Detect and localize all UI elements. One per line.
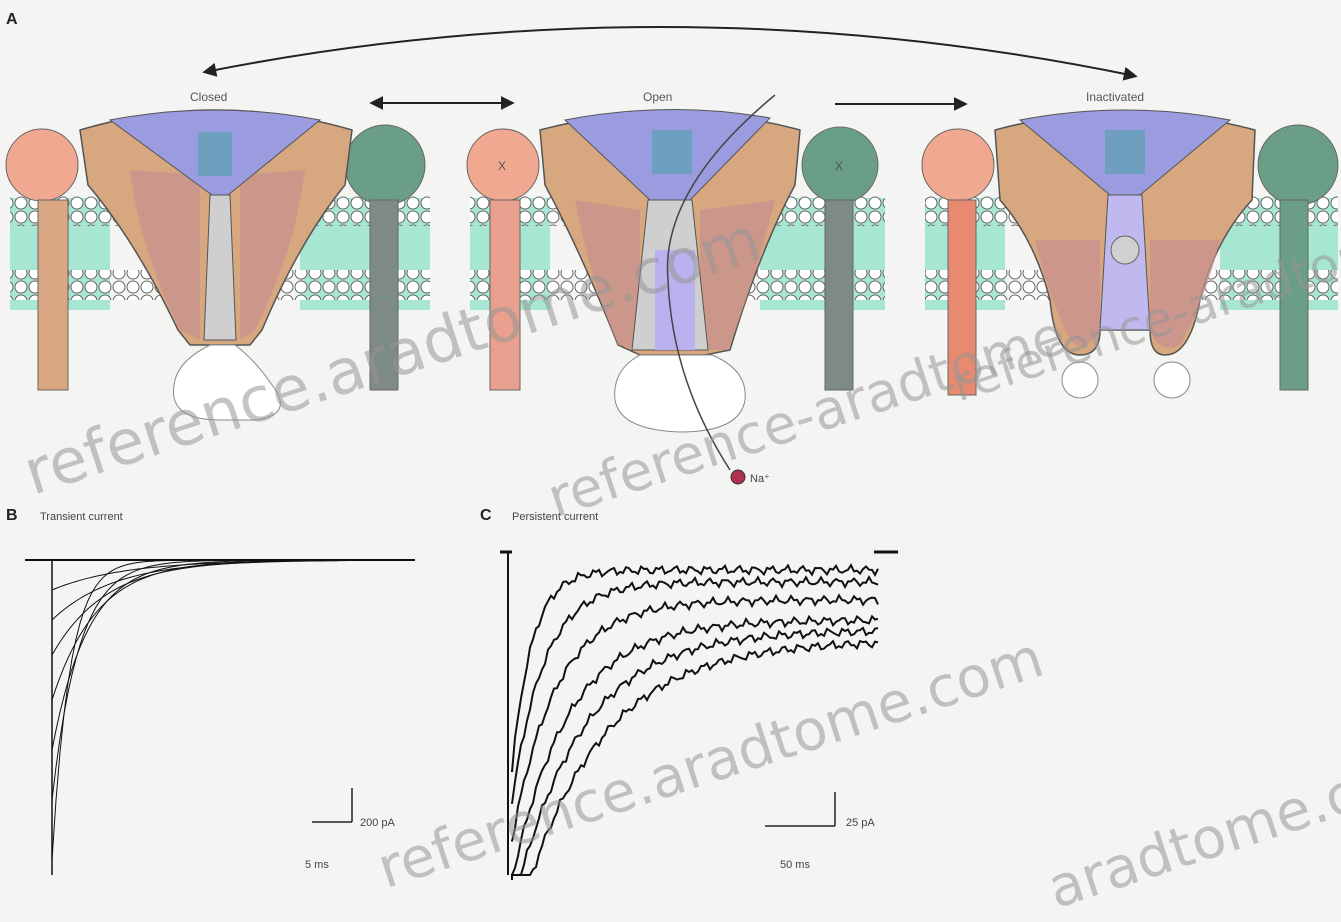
beta-subunit-left-inactivated: [922, 129, 994, 201]
inactivation-particle-open: [615, 355, 746, 432]
trace-b-4: [52, 560, 412, 700]
scalebar-b-vertical-label: 200 pA: [360, 817, 396, 829]
panel-c-title: Persistent current: [512, 511, 598, 523]
channel-open: X X Na⁺: [467, 95, 885, 485]
ion-label: Na⁺: [750, 473, 770, 485]
selectivity-filter-closed: [198, 132, 232, 176]
panel-b-title: Transient current: [40, 511, 123, 523]
transient-current-traces: [25, 560, 415, 875]
beta-stalk-right-open: [825, 200, 853, 390]
inactivation-particle-closed: [173, 345, 280, 420]
persistent-current-traces: [500, 552, 898, 880]
trace-b-3: [52, 560, 412, 750]
beta-subunit-right-closed: [345, 125, 425, 205]
figure: A Closed Open Inactivated: [0, 0, 1341, 880]
pore-closed: [204, 195, 236, 340]
beta-subunit-left-closed: [6, 129, 78, 201]
scalebar-c-vertical-label: 25 pA: [846, 817, 875, 829]
panel-c-letter: C: [480, 507, 492, 524]
beta-stalk-right-inactivated: [1280, 200, 1308, 390]
selectivity-filter-open: [652, 130, 692, 174]
panel-a-letter: A: [6, 11, 18, 28]
scalebar-c-horizontal-label: 50 ms: [780, 859, 810, 871]
beta-stalk-left-inactivated: [948, 200, 976, 395]
subunit-mark-right: X: [835, 159, 843, 173]
channel-inactivated: [922, 110, 1338, 398]
subunit-mark-left: X: [498, 159, 506, 173]
panel-b-letter: B: [6, 507, 18, 524]
state-label-open: Open: [643, 90, 672, 104]
beta-stalk-left-closed: [38, 200, 68, 390]
beta-subunit-right-inactivated: [1258, 125, 1338, 205]
beta-stalk-left-open: [490, 200, 520, 390]
inactivation-gate-inactivated: [1111, 236, 1139, 264]
state-label-closed: Closed: [190, 90, 227, 104]
loop-left-inactivated: [1062, 362, 1098, 398]
beta-stalk-right-closed: [370, 200, 398, 390]
trace-c-4: [512, 616, 878, 880]
channel-closed: [6, 110, 430, 420]
trace-c-2: [512, 577, 878, 804]
trace-b-1: [52, 560, 412, 860]
trace-b-6: [52, 560, 412, 620]
selectivity-filter-inactivated: [1105, 130, 1145, 174]
trace-b-2: [52, 560, 412, 800]
closed-inactivated-arrow: [205, 27, 1135, 76]
scalebar-b-horizontal-label: 5 ms: [305, 859, 329, 871]
state-label-inactivated: Inactivated: [1086, 90, 1144, 104]
loop-right-inactivated: [1154, 362, 1190, 398]
sodium-ion-icon: [731, 470, 745, 484]
